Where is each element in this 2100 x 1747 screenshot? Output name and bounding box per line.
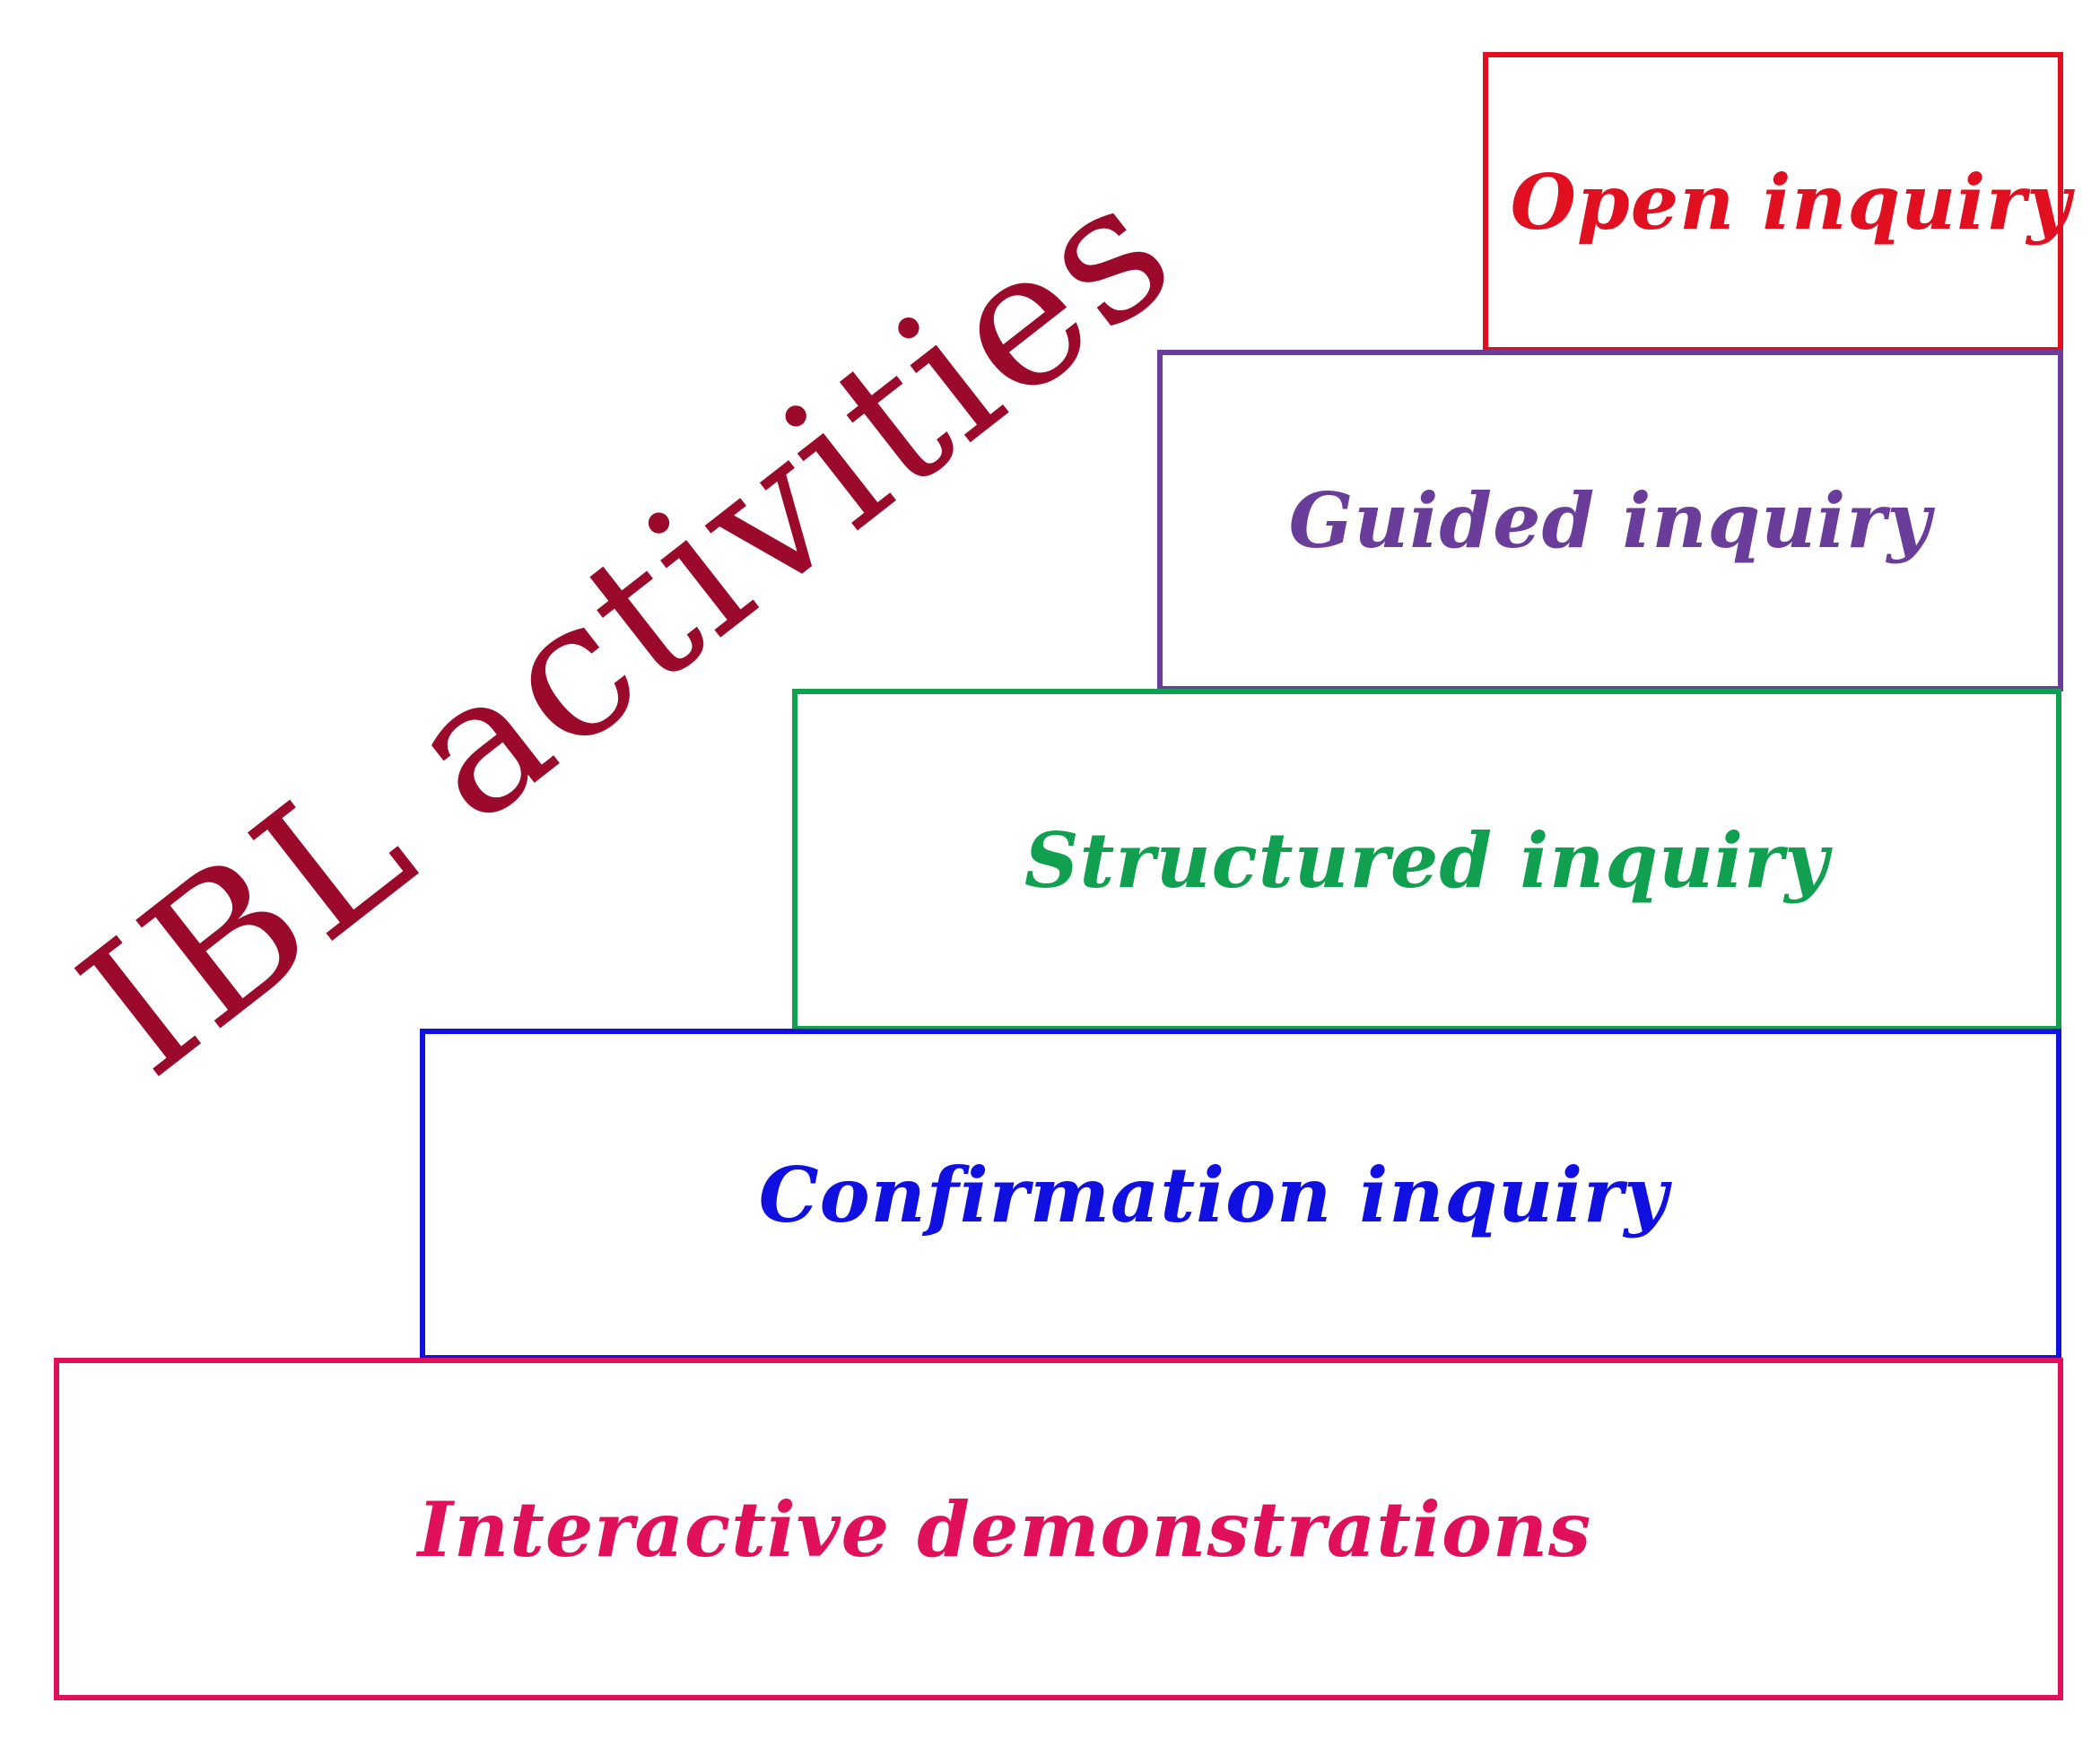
- step-label-confirmation-inquiry: Confirmation inquiry: [758, 1150, 1669, 1239]
- step-label-guided-inquiry: Guided inquiry: [1288, 476, 1932, 565]
- step-label-interactive-demonstrations: Interactive demonstrations: [417, 1484, 1592, 1574]
- step-structured-inquiry: Structured inquiry: [792, 689, 2061, 1031]
- step-label-open-inquiry: Open inquiry: [1510, 158, 2072, 247]
- step-label-structured-inquiry: Structured inquiry: [1024, 815, 1830, 905]
- step-confirmation-inquiry: Confirmation inquiry: [420, 1029, 2061, 1360]
- step-interactive-demonstrations: Interactive demonstrations: [54, 1358, 2063, 1700]
- step-open-inquiry: Open inquiry: [1483, 52, 2070, 352]
- step-guided-inquiry: Guided inquiry: [1157, 350, 2063, 691]
